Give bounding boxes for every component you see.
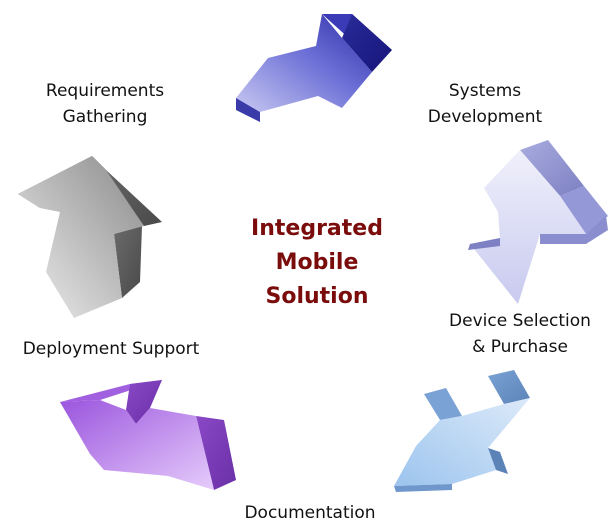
step-label-device: Device Selection & Purchase — [449, 311, 591, 357]
arrow-requirements-to-systems — [236, 14, 392, 122]
center-title: Integrated Mobile Solution — [251, 216, 383, 309]
arrow-deployment-to-requirements — [18, 156, 162, 318]
arrow-device-to-documentation — [394, 370, 530, 492]
step-label-systems: Systems Development — [427, 81, 543, 127]
step-label-documentation: Documentation — [244, 503, 376, 523]
step-label-deployment: Deployment Support — [22, 339, 200, 359]
arrow-systems-to-device — [468, 140, 608, 304]
arrow-documentation-to-deployment — [60, 380, 236, 490]
step-label-requirements: Requirements Gathering — [45, 81, 165, 127]
